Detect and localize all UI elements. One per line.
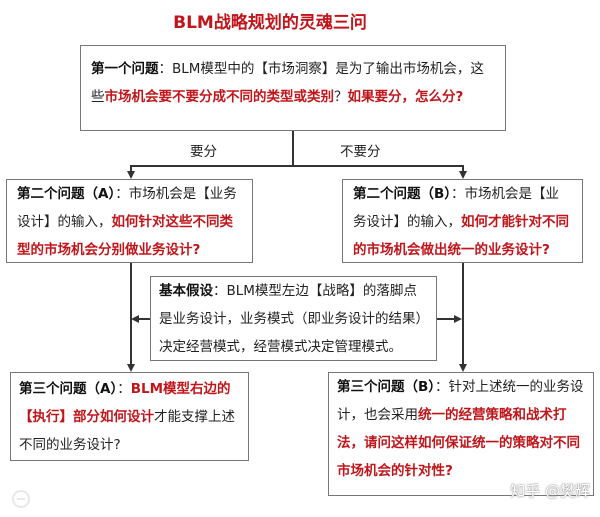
branch-label-yes: 要分 xyxy=(190,144,217,160)
question-2a-box: 第二个问题（A）：市场机会是【业务设计】的输入，如何针对这些不同类型的市场机会分… xyxy=(6,179,253,263)
connector xyxy=(292,131,294,166)
question-3b-box: 第三个问题（B）：针对上述统一的业务设计，也会采用统一的经营策略和战术打法，请问… xyxy=(328,372,594,496)
assumption-box: 基本假设：BLM模型左边【战略】的落脚点是业务设计，业务模式（即业务设计的结果）… xyxy=(150,276,437,361)
question-2b-box: 第二个问题（B）：市场机会是【业务设计】的输入，如何才能针对不同的市场机会做出统… xyxy=(342,179,583,263)
q3a-label: 第三个问题（A） xyxy=(19,381,118,397)
q2a-text: ：市场机会是【业务设计】的输入， xyxy=(17,186,237,230)
q2b-label: 第二个问题（B） xyxy=(353,186,452,202)
question-1-box: 第一个问题：BLM模型中的【市场洞察】是为了输出市场机会，这些市场机会要不要分成… xyxy=(80,45,506,131)
arrow-down-icon xyxy=(127,364,135,372)
q3b-text: ：针对上述统一的业务设计，也会采用 xyxy=(337,379,584,423)
q3a-text: 才能支撑上述不同的业务设计? xyxy=(19,409,235,453)
q2b-text: ：市场机会是【业务设计】的输入， xyxy=(353,186,560,230)
q1-label: 第一个问题 xyxy=(91,61,159,77)
minus-circle-icon[interactable] xyxy=(12,490,30,508)
watermark: 知乎 @樊辉 xyxy=(510,482,590,500)
arrow-right-icon xyxy=(454,315,462,323)
connector xyxy=(437,318,455,320)
question-3a-box: 第三个问题（A）：BLM模型右边的【执行】部分如何设计才能支撑上述不同的业务设计… xyxy=(10,372,249,461)
q3a-highlight: BLM模型右边的【执行】部分如何设计 xyxy=(19,381,231,425)
q2a-label: 第二个问题（A） xyxy=(17,186,116,202)
connector xyxy=(130,263,132,365)
connector xyxy=(462,165,464,173)
diagram-title: BLM战略规划的灵魂三问 xyxy=(173,13,367,33)
assumption-label: 基本假设 xyxy=(159,283,213,299)
arrow-down-icon xyxy=(127,171,135,179)
q3b-highlight: 统一的经营策略和战术打法，请问这样如何保证统一的策略对不同市场机会的针对性? xyxy=(337,407,580,479)
q1-text: ：BLM模型中的【市场洞察】是为了输出市场机会，这些 xyxy=(91,61,484,105)
q2b-highlight: 如何才能针对不同的市场机会做出统一的业务设计? xyxy=(353,214,569,258)
q3a-punct: ： xyxy=(117,381,131,397)
q3b-label: 第三个问题（B） xyxy=(337,379,436,395)
branch-label-no: 不要分 xyxy=(340,144,381,160)
connector xyxy=(462,263,464,365)
connector xyxy=(130,165,132,173)
arrow-down-icon xyxy=(459,171,467,179)
assumption-text: ：BLM模型左边【战略】的落脚点是业务设计，业务模式（即业务设计的结果）决定经营… xyxy=(159,283,423,355)
connector xyxy=(130,165,463,167)
q1-highlight-2: 如果要分，怎么分? xyxy=(347,89,464,105)
q1-highlight: 市场机会要不要分成不同的类型或类别 xyxy=(104,89,335,105)
arrow-left-icon xyxy=(131,315,139,323)
arrow-down-icon xyxy=(459,364,467,372)
connector xyxy=(136,318,150,320)
q1-punct: ？ xyxy=(334,89,348,105)
q2a-highlight: 如何针对这些不同类型的市场机会分别做业务设计? xyxy=(17,214,233,258)
